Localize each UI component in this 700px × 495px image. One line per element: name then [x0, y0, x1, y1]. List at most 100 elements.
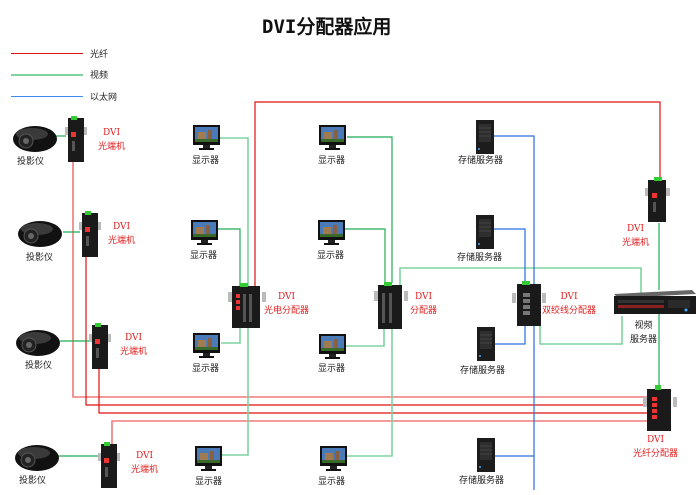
monitor-4-label: 显示器: [195, 477, 223, 487]
splitter-icon: [512, 281, 546, 326]
video-link-splitter-to-server: [399, 267, 642, 294]
storage-server-2: [474, 215, 496, 253]
transceiver-3: [89, 323, 111, 373]
projector-2-label: 投影仪: [26, 253, 54, 263]
fiber-link-transceiver1: [72, 160, 648, 398]
fiber-splitter: [643, 385, 677, 437]
legend-swatch-fiber: [11, 53, 83, 54]
projector-icon: [15, 445, 59, 471]
standard-splitter-label: DVI 分配器: [410, 292, 438, 316]
transceiver-5-label: DVI 光端机: [622, 224, 650, 248]
monitor-1-label: 显示器: [192, 156, 220, 166]
legend-label-fiber: 光纤: [90, 50, 109, 60]
fiber-link-transceiver4: [111, 420, 648, 446]
monitor-icon: [318, 220, 345, 245]
monitor-8-label: 显示器: [318, 477, 346, 487]
projector-1-label: 投影仪: [17, 157, 45, 167]
legend-swatch-video: [11, 74, 83, 76]
transceiver-3-label: DVI 光端机: [120, 333, 148, 357]
monitor-3-label: 显示器: [192, 364, 220, 374]
legend-label-video: 视频: [90, 71, 109, 81]
transceiver-icon: [98, 442, 120, 488]
fiber-splitter-label: DVI 光纤分配器: [633, 435, 679, 459]
twisted-pair-splitter: [512, 281, 546, 331]
legend-label-ethernet: 以太网: [90, 93, 118, 103]
projector-1: [12, 122, 58, 158]
monitor-2: [191, 220, 219, 250]
storage-server-3: [475, 327, 497, 365]
monitor-1: [193, 125, 221, 155]
monitor-icon: [193, 125, 220, 150]
projector-2: [17, 217, 63, 253]
video-link-monitor3: [221, 328, 241, 344]
monitor-5: [319, 125, 347, 155]
monitor-icon: [191, 220, 218, 245]
storage-server-4-label: 存储服务器: [459, 476, 505, 486]
monitor-icon: [193, 333, 220, 358]
transceiver-5: [645, 177, 671, 227]
legend-swatch-ethernet: [11, 96, 83, 97]
monitor-icon: [319, 334, 346, 359]
video-link-monitor2: [218, 228, 241, 290]
monitor-6: [318, 220, 346, 250]
storage-server-1: [474, 120, 496, 158]
monitor-6-label: 显示器: [317, 251, 345, 261]
monitor-icon: [319, 125, 346, 150]
monitor-8: [320, 446, 348, 476]
transceiver-icon: [79, 211, 101, 257]
tower-server-icon: [477, 327, 495, 361]
projector-4-label: 投影仪: [19, 476, 47, 486]
optical-electric-splitter-label: DVI 光电分配器: [264, 292, 310, 316]
storage-server-1-label: 存储服务器: [458, 156, 504, 166]
rack-server-icon: [614, 290, 696, 314]
projector-icon: [13, 126, 57, 152]
ethernet-link-storage2: [494, 228, 526, 284]
storage-server-3-label: 存储服务器: [460, 366, 506, 376]
standard-splitter: [374, 281, 408, 335]
monitor-4: [195, 446, 223, 476]
video-link-monitor1: [220, 137, 249, 290]
tower-server-icon: [477, 438, 495, 472]
video-server-label: 视频 服务器: [630, 321, 658, 345]
projector-4: [14, 441, 60, 477]
optical-electric-splitter: [228, 282, 266, 334]
splitter-icon: [228, 283, 266, 328]
tower-server-icon: [476, 215, 494, 249]
monitor-icon: [195, 446, 222, 471]
video-link-monitor4: [221, 328, 249, 456]
monitor-5-label: 显示器: [318, 156, 346, 166]
splitter-icon: [643, 385, 677, 431]
video-link-monitor7: [346, 329, 385, 347]
transceiver-4-label: DVI 光端机: [131, 451, 159, 475]
transceiver-2: [79, 211, 101, 261]
tower-server-icon: [476, 120, 494, 154]
storage-server-4: [475, 438, 497, 476]
projector-3: [15, 326, 61, 362]
transceiver-1: [65, 116, 87, 166]
transceiver-icon: [89, 323, 111, 369]
ethernet-link-storage1: [494, 135, 535, 490]
transceiver-4: [98, 442, 120, 492]
monitor-2-label: 显示器: [190, 251, 218, 261]
storage-server-2-label: 存储服务器: [457, 253, 503, 263]
transceiver-2-label: DVI 光端机: [108, 222, 136, 246]
projector-icon: [18, 221, 62, 247]
ethernet-link-storage3: [494, 320, 526, 345]
video-server: [608, 290, 696, 320]
transceiver-1-label: DVI 光端机: [98, 128, 126, 152]
fiber-link-transceiver2: [85, 250, 648, 406]
monitor-3: [193, 333, 221, 363]
monitor-icon: [320, 446, 347, 471]
monitor-7: [319, 334, 347, 364]
fiber-link-transceiver3: [98, 362, 648, 414]
twisted-pair-splitter-label: DVI 双绞线分配器: [542, 292, 597, 316]
video-link-monitor5: [347, 136, 393, 283]
transceiver-icon: [65, 116, 87, 162]
video-link-monitor6: [345, 228, 386, 283]
page-title: DVI分配器应用: [262, 16, 392, 38]
transceiver-icon: [645, 177, 670, 222]
video-link-tp-splitter-to-server: [539, 316, 623, 345]
projector-3-label: 投影仪: [25, 361, 53, 371]
